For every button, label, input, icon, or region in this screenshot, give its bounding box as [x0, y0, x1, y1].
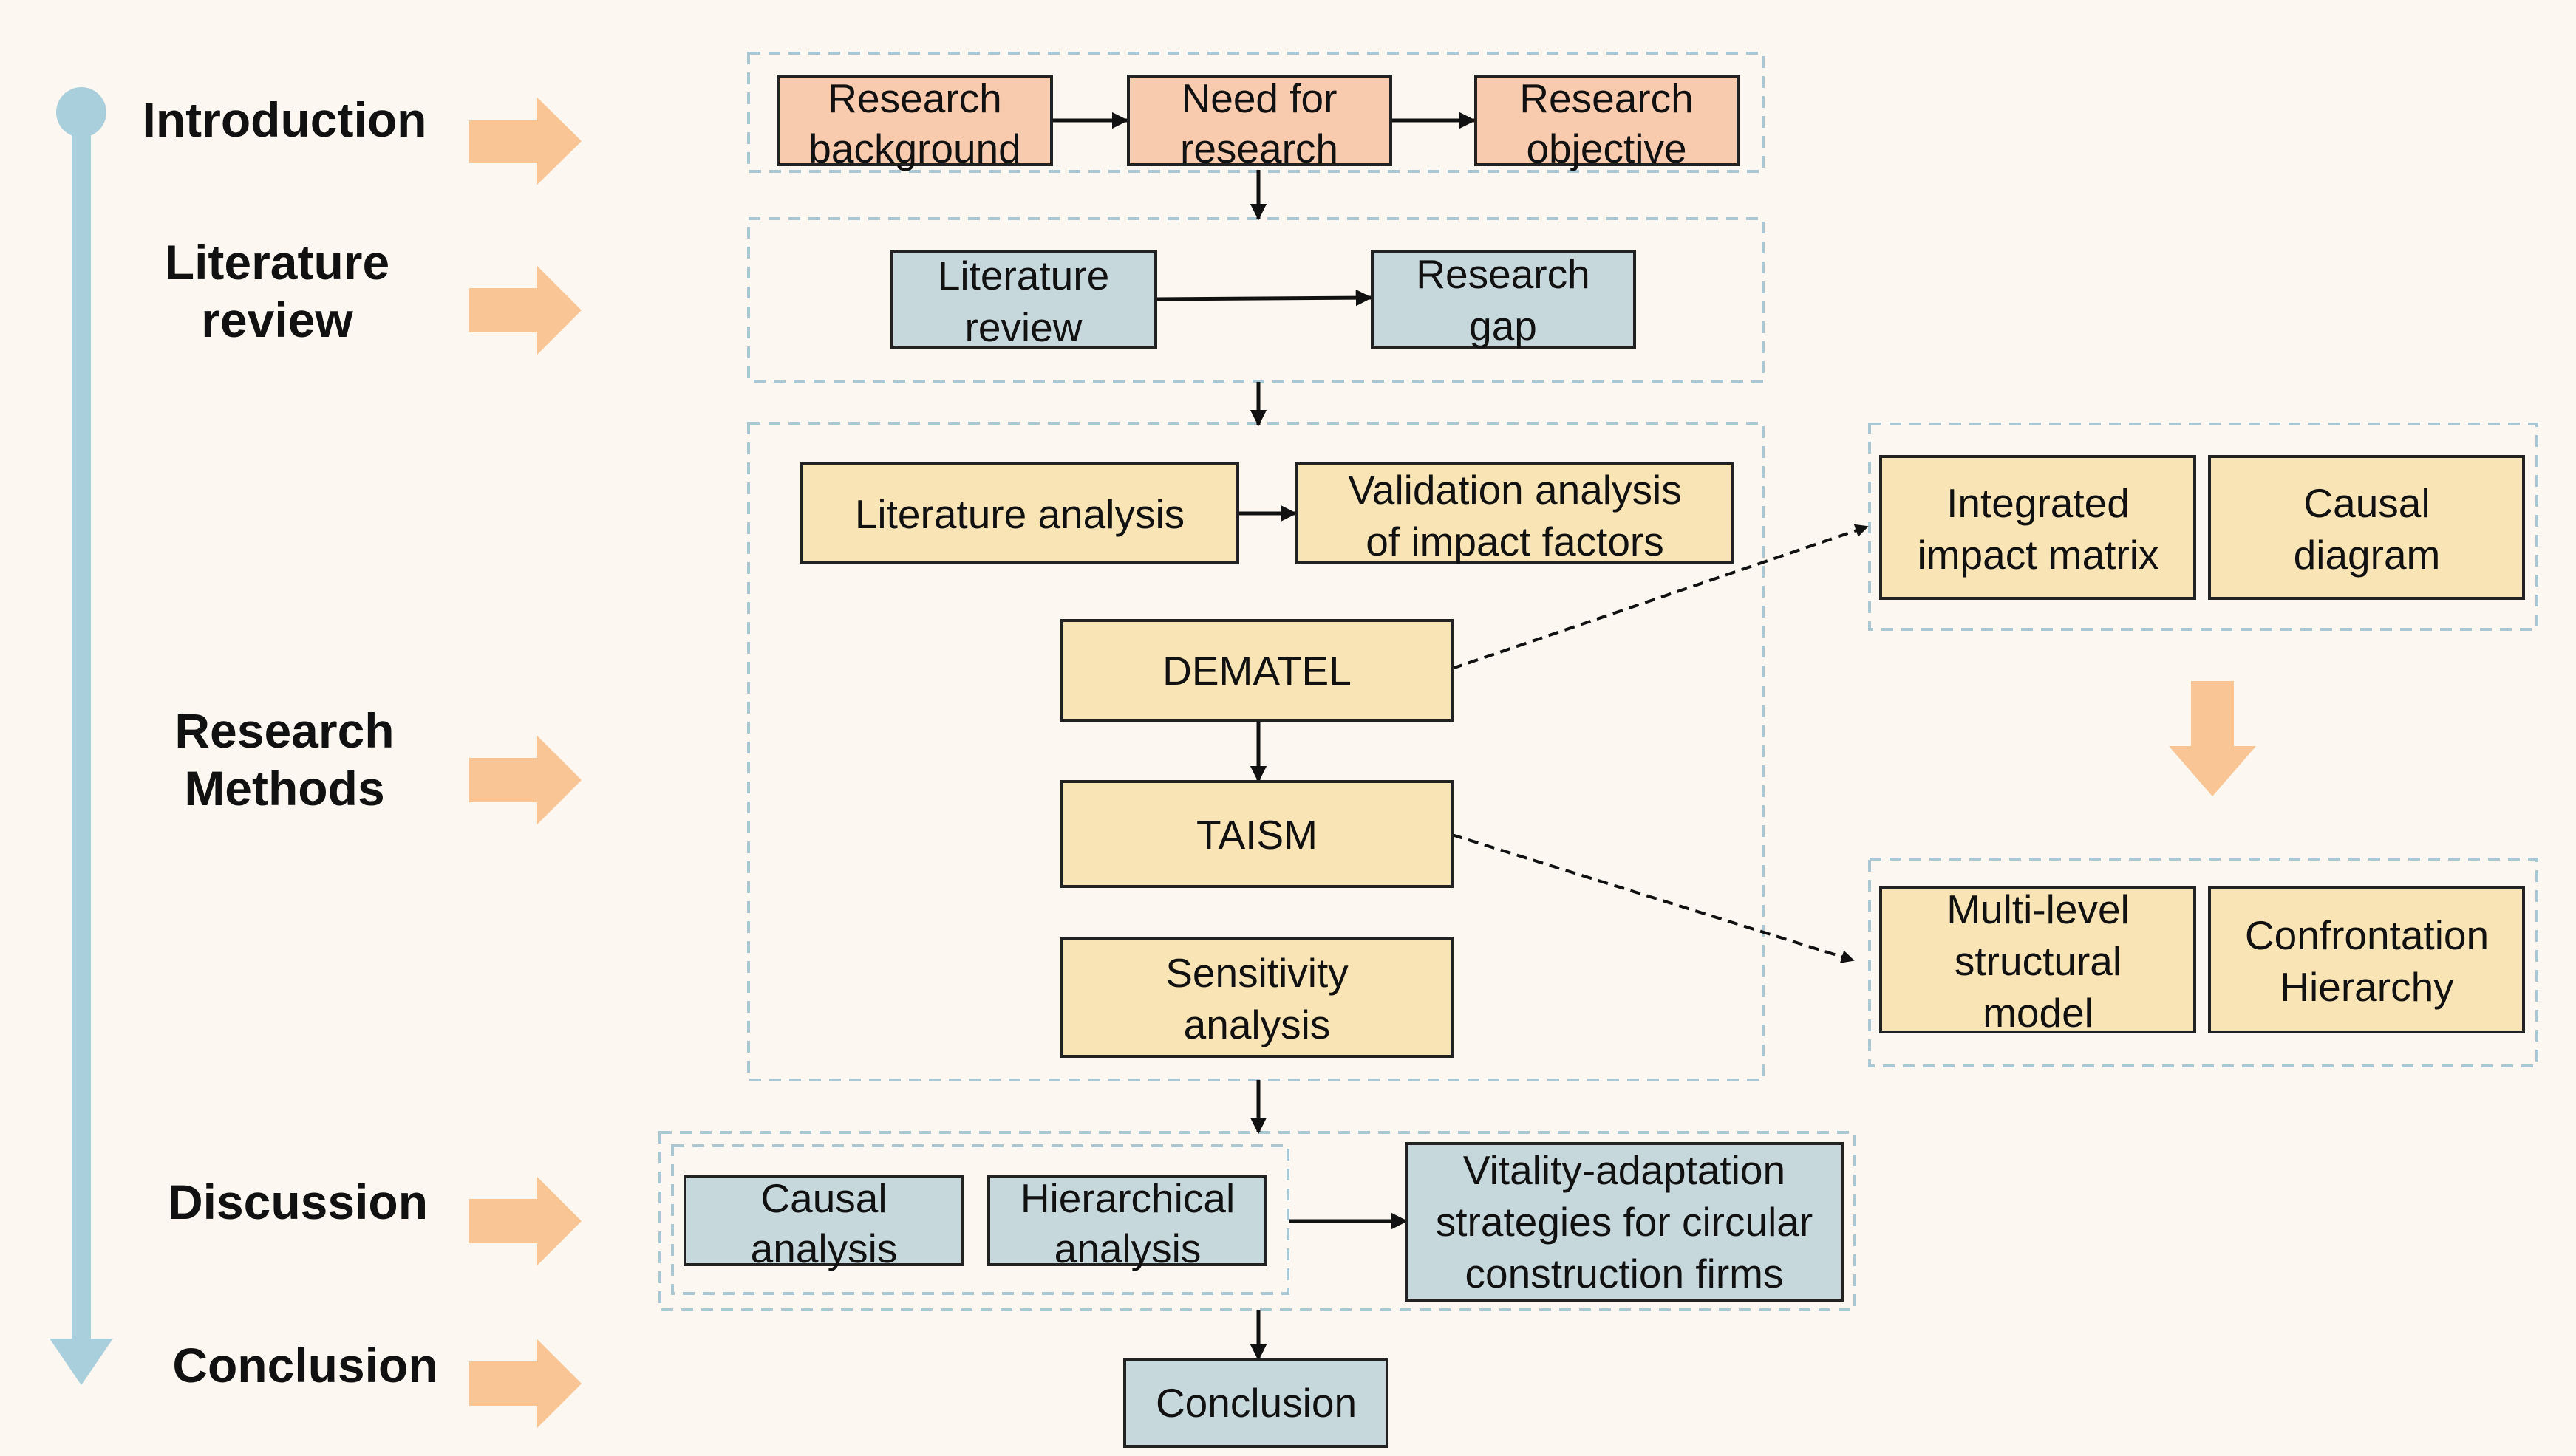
timeline-arrow — [50, 87, 113, 1385]
box-causal-diagram — [2208, 455, 2525, 600]
stage-arrow-literature-review — [469, 266, 582, 355]
group-discussion-outer — [658, 1131, 1856, 1311]
dashed-connectors — [1451, 524, 1869, 963]
box-literature-review — [890, 250, 1157, 349]
stage-arrow-introduction — [469, 98, 582, 185]
box-need-for-research — [1127, 75, 1392, 166]
group-impact-outputs — [1868, 423, 2538, 631]
stage-arrow-conclusion — [469, 1339, 582, 1428]
box-taism — [1060, 780, 1454, 888]
stage-label-discussion: Discussion — [168, 1175, 428, 1229]
connectors — [1053, 112, 1476, 1361]
box-integrated-impact-matrix — [1879, 455, 2196, 600]
box-multi-level-structural-model — [1879, 886, 2196, 1033]
box-dematel — [1060, 619, 1454, 722]
box-hierarchical-analysis — [987, 1175, 1267, 1266]
stage-arrow-research-methods — [469, 736, 582, 824]
stage-arrow-discussion — [469, 1177, 582, 1265]
group-structure-outputs — [1868, 858, 2538, 1067]
box-confrontation-hierarchy — [2208, 886, 2525, 1033]
box-causal-analysis — [684, 1175, 964, 1266]
stage-label-introduction: Introduction — [143, 92, 427, 147]
box-conclusion — [1123, 1358, 1388, 1448]
box-research-gap — [1371, 250, 1636, 349]
box-vitality-adaptation-strategies — [1405, 1142, 1844, 1302]
box-dematel-label: DEMATEL — [1162, 648, 1352, 694]
box-research-objective — [1474, 75, 1740, 166]
stage-label-conclusion: Conclusion — [172, 1338, 437, 1392]
box-literature-analysis — [800, 462, 1239, 564]
box-literature-analysis-label: Literature analysis — [855, 491, 1185, 537]
box-taism-label: TAISM — [1196, 812, 1318, 858]
box-sensitivity-analysis — [1060, 937, 1454, 1058]
box-validation-analysis — [1295, 462, 1734, 564]
group-introduction — [747, 52, 1765, 173]
right-down-arrow — [2169, 681, 2256, 796]
box-conclusion-label: Conclusion — [1156, 1380, 1357, 1426]
box-research-background — [777, 75, 1053, 166]
group-discussion-inner — [671, 1144, 1289, 1295]
